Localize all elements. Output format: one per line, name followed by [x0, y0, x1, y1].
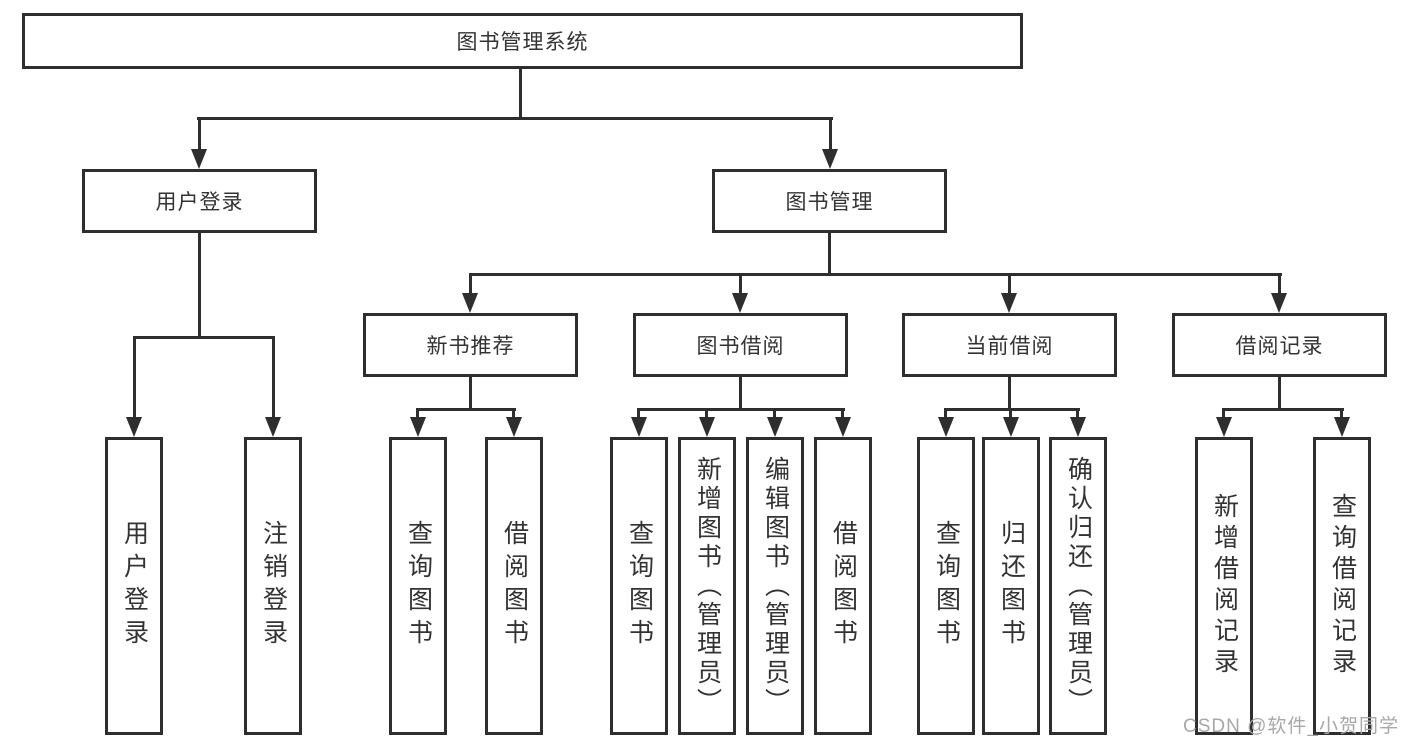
connector-stem-user-login: [198, 117, 201, 151]
node-book-management: 图书管理: [712, 169, 947, 233]
leaf-edit-books-admin: 编辑图书（管理员）: [746, 437, 804, 735]
connector-groupB-stem-1: [637, 408, 640, 420]
leaf-user-login: 用户登录: [105, 437, 163, 735]
node-user-login: 用户登录: [82, 169, 317, 233]
leaf-logout: 注销登录: [244, 437, 302, 735]
leaf-user-login-label: 用户登录: [120, 520, 149, 652]
arrowhead-logout-leaf: [265, 417, 281, 437]
leaf-confirm-return-admin: 确认归还（管理员）: [1049, 437, 1107, 735]
arrowhead-groupA-2: [506, 417, 522, 437]
connector-groupA-stem-1: [416, 408, 419, 420]
connector-groupA-bar: [416, 408, 516, 411]
connector-stem-login-leaf: [133, 336, 136, 419]
leaf-add-books-admin-label: 新增图书（管理员）: [693, 455, 722, 717]
connector-groupC-drop: [1008, 377, 1011, 408]
connector-groupB-stem-2: [705, 408, 708, 420]
arrowhead-new-books: [462, 293, 478, 313]
leaf-add-borrow-record: 新增借阅记录: [1195, 437, 1253, 735]
connector-mgmt-drop: [828, 233, 831, 273]
arrowhead-groupC-2: [1003, 417, 1019, 437]
arrowhead-groupB-3: [767, 417, 783, 437]
connector-groupC-stem-1: [944, 408, 947, 420]
leaf-query-borrow-record: 查询借阅记录: [1313, 437, 1371, 735]
leaf-logout-label: 注销登录: [259, 520, 288, 652]
connector-stem-records: [1278, 273, 1281, 295]
csdn-watermark: CSDN @软件_小贺同学: [1183, 716, 1399, 737]
arrowhead-groupC-1: [938, 417, 954, 437]
node-borrowing-records-label: 借阅记录: [1235, 335, 1324, 358]
arrowhead-groupB-4: [835, 417, 851, 437]
connector-groupB-bar: [637, 408, 845, 411]
leaf-query-books-recommend-label: 查询图书: [404, 520, 433, 652]
connector-stem-borrowing: [739, 273, 742, 295]
connector-groupC-stem-3: [1076, 408, 1079, 420]
arrowhead-groupB-2: [699, 417, 715, 437]
leaf-add-books-admin: 新增图书（管理员）: [678, 437, 736, 735]
connector-user-drop: [198, 233, 201, 336]
connector-groupB-drop: [739, 377, 742, 408]
leaf-return-books: 归还图书: [982, 437, 1040, 735]
connector-groupA-stem-2: [512, 408, 515, 420]
leaf-query-books-borrowing-label: 查询图书: [625, 520, 654, 652]
connector-level1-bar: [197, 117, 833, 120]
connector-groupB-stem-3: [773, 408, 776, 420]
connector-groupC-bar: [944, 408, 1080, 411]
arrowhead-groupB-1: [631, 417, 647, 437]
leaf-add-borrow-record-label: 新增借阅记录: [1210, 493, 1239, 679]
connector-groupD-stem-1: [1222, 408, 1225, 420]
leaf-query-books-recommend: 查询图书: [389, 437, 447, 735]
node-current-borrowing: 当前借阅: [902, 313, 1117, 377]
node-book-borrowing: 图书借阅: [633, 313, 848, 377]
connector-stem-book-mgmt: [829, 117, 832, 151]
node-borrowing-records: 借阅记录: [1172, 313, 1387, 377]
leaf-borrow-books-recommend-label: 借阅图书: [500, 520, 529, 652]
connector-user-bar: [133, 336, 274, 339]
leaf-return-books-label: 归还图书: [997, 520, 1026, 652]
connector-groupD-stem-2: [1340, 408, 1343, 420]
node-new-book-recommend: 新书推荐: [363, 313, 578, 377]
arrowhead-book-mgmt: [822, 149, 838, 169]
connector-root-drop: [519, 69, 522, 117]
arrowhead-login-leaf: [126, 417, 142, 437]
arrowhead-groupD-2: [1334, 417, 1350, 437]
leaf-query-books-current-label: 查询图书: [932, 520, 961, 652]
node-book-management-label: 图书管理: [785, 191, 874, 214]
leaf-borrow-books-recommend: 借阅图书: [485, 437, 543, 735]
node-user-login-label: 用户登录: [155, 191, 244, 214]
node-current-borrowing-label: 当前借阅: [965, 335, 1054, 358]
leaf-query-books-borrowing: 查询图书: [610, 437, 668, 735]
node-root-label: 图书管理系统: [456, 31, 589, 54]
leaf-borrow-books-borrowing: 借阅图书: [814, 437, 872, 735]
node-root-system: 图书管理系统: [22, 13, 1023, 69]
connector-groupD-bar: [1222, 408, 1344, 411]
arrowhead-current: [1001, 293, 1017, 313]
connector-stem-new-books: [469, 273, 472, 295]
arrowhead-user-login: [191, 149, 207, 169]
leaf-edit-books-admin-label: 编辑图书（管理员）: [761, 455, 790, 717]
leaf-query-borrow-record-label: 查询借阅记录: [1328, 493, 1357, 679]
connector-groupA-drop: [469, 377, 472, 408]
arrowhead-groupD-1: [1216, 417, 1232, 437]
arrowhead-records: [1271, 293, 1287, 313]
leaf-query-books-current: 查询图书: [917, 437, 975, 735]
arrowhead-groupC-3: [1070, 417, 1086, 437]
connector-stem-current: [1008, 273, 1011, 295]
connector-groupD-drop: [1278, 377, 1281, 408]
leaf-borrow-books-borrowing-label: 借阅图书: [829, 520, 858, 652]
connector-groupC-stem-2: [1009, 408, 1012, 420]
node-book-borrowing-label: 图书借阅: [696, 335, 785, 358]
connector-stem-logout-leaf: [272, 336, 275, 419]
connector-groupB-stem-4: [841, 408, 844, 420]
node-new-book-recommend-label: 新书推荐: [426, 335, 515, 358]
arrowhead-groupA-1: [410, 417, 426, 437]
arrowhead-borrowing: [732, 293, 748, 313]
connector-mgmt-bar: [469, 273, 1282, 276]
leaf-confirm-return-admin-label: 确认归还（管理员）: [1064, 455, 1093, 717]
